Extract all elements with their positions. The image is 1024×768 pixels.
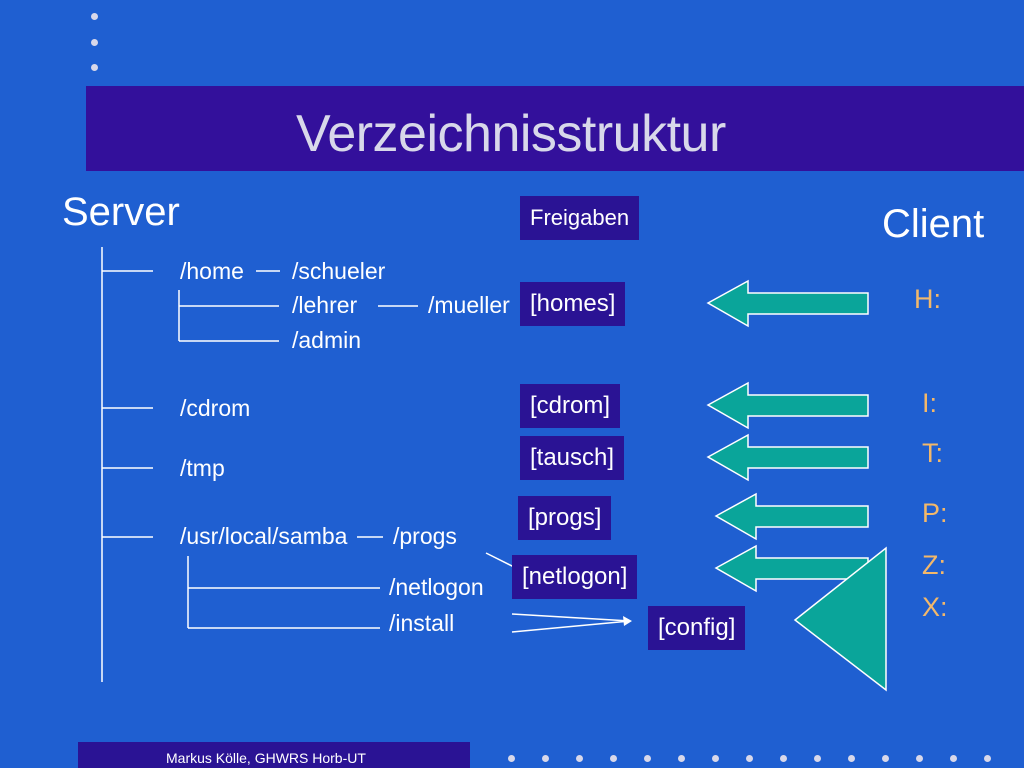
path-install: /install	[389, 610, 455, 636]
footer-dot	[610, 755, 617, 762]
footer-dot	[542, 755, 549, 762]
bullet-dot	[91, 13, 98, 20]
server-label: Server	[62, 190, 180, 234]
footer-dot	[814, 755, 821, 762]
footer-dot	[780, 755, 787, 762]
footer-dot	[882, 755, 889, 762]
footer-dot	[576, 755, 583, 762]
arrow-cdrom	[706, 381, 869, 430]
drive-z: Z:	[922, 550, 946, 580]
footer-dot	[848, 755, 855, 762]
client-label: Client	[882, 202, 985, 246]
share-progs: [progs]	[518, 496, 612, 540]
bullet-dot	[91, 39, 98, 46]
footer-dot	[950, 755, 957, 762]
path-mueller: /mueller	[428, 292, 510, 318]
footer-dot	[678, 755, 685, 762]
path-netlogon: /netlogon	[389, 574, 484, 600]
drive-i: I:	[922, 388, 938, 418]
footer-dot	[508, 755, 515, 762]
title-bar	[86, 86, 1024, 171]
footer-dot	[712, 755, 719, 762]
path-lehrer: /lehrer	[292, 292, 358, 318]
share-netlogon: [netlogon]	[512, 555, 638, 599]
drive-h: H:	[914, 284, 941, 314]
path-cdrom: /cdrom	[180, 395, 251, 421]
footer-author: Markus Kölle, GHWRS Horb-UT	[166, 750, 366, 766]
shares-header: Freigaben	[520, 196, 640, 240]
path-samba: /usr/local/samba	[180, 523, 348, 549]
arrow-config	[793, 546, 887, 692]
footer-dot	[984, 755, 991, 762]
footer-bar	[78, 742, 470, 768]
path-admin: /admin	[292, 327, 362, 353]
path-progs: /progs	[393, 523, 457, 549]
share-cdrom: [cdrom]	[520, 384, 621, 428]
drive-p: P:	[922, 498, 948, 528]
arrow-progs	[714, 492, 869, 541]
share-config: [config]	[648, 606, 746, 650]
drive-x: X:	[922, 592, 948, 622]
path-home: /home	[180, 258, 244, 284]
footer-dot	[916, 755, 923, 762]
footer-dot	[644, 755, 651, 762]
slide-title: Verzeichnisstruktur	[296, 105, 726, 163]
arrow-tausch	[706, 433, 869, 482]
bullet-dot	[91, 64, 98, 71]
path-schueler: /schueler	[292, 258, 386, 284]
share-tausch: [tausch]	[520, 436, 625, 480]
footer-dot	[746, 755, 753, 762]
share-homes: [homes]	[520, 282, 626, 326]
path-tmp: /tmp	[180, 455, 225, 481]
drive-t: T:	[922, 438, 944, 468]
arrow-homes	[706, 279, 869, 328]
